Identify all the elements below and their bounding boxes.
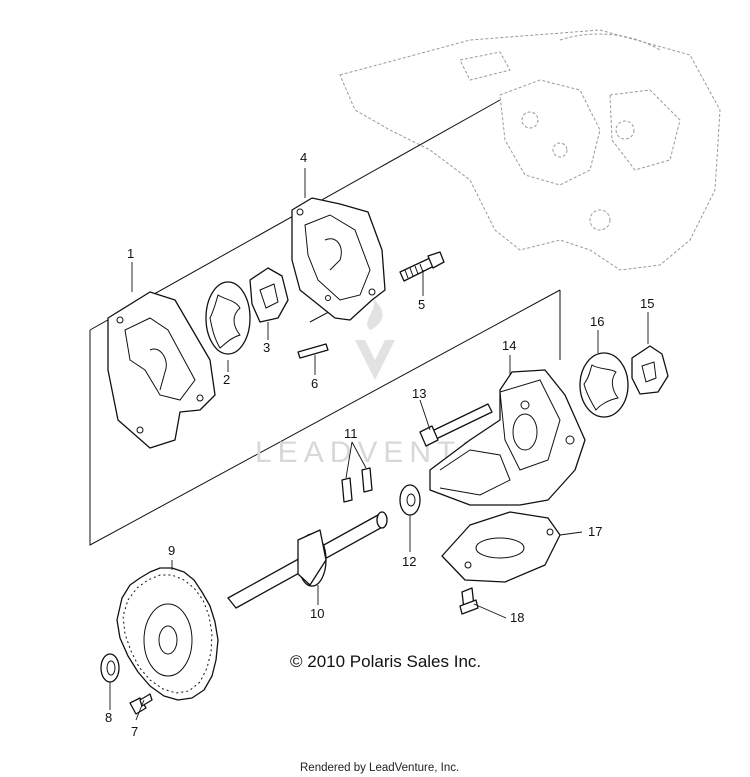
part-17-gasket [441, 511, 561, 583]
part-18-screw [459, 587, 479, 615]
callout-4: 4 [300, 150, 307, 165]
part-4-pump-cover [291, 197, 386, 321]
part-16-outer-rotor [579, 352, 629, 418]
callout-13: 13 [412, 386, 426, 401]
callout-15: 15 [640, 296, 654, 311]
callout-16: 16 [590, 314, 604, 329]
callout-6: 6 [311, 376, 318, 391]
part-6-dowel-pin [297, 343, 329, 359]
part-2-outer-rotor [205, 281, 251, 355]
part-3-inner-rotor [249, 267, 289, 323]
callout-5: 5 [418, 297, 425, 312]
callout-18: 18 [510, 610, 524, 625]
footer-credit: Rendered by LeadVenture, Inc. [300, 762, 459, 774]
callout-2: 2 [223, 372, 230, 387]
copyright-text: © 2010 Polaris Sales Inc. [290, 652, 481, 671]
part-8-washer [100, 653, 120, 683]
leader-lines [109, 168, 649, 721]
part-14-pump-housing [429, 369, 586, 506]
callout-3: 3 [263, 340, 270, 355]
part-12-thrust-washer [399, 484, 421, 516]
callout-1: 1 [127, 246, 134, 261]
part-1-pump-plate [107, 291, 216, 449]
part-9-drive-gear [116, 567, 219, 701]
part-5-bolt [399, 251, 445, 282]
part-13-long-bolt [419, 403, 493, 447]
callout-11: 11 [344, 426, 358, 441]
part-11-pins [341, 467, 373, 503]
engine-case-outline [339, 29, 721, 271]
callout-10: 10 [310, 606, 324, 621]
callout-labels: 1 2 3 4 5 6 7 8 9 10 11 12 13 14 15 16 1… [105, 150, 654, 739]
callout-17: 17 [588, 524, 602, 539]
part-10-pump-shaft [227, 511, 388, 609]
callout-9: 9 [168, 543, 175, 558]
callout-14: 14 [502, 338, 516, 353]
part-7-gear-bolt [129, 693, 153, 715]
callout-12: 12 [402, 554, 416, 569]
part-15-inner-rotor [631, 345, 669, 395]
callout-7: 7 [131, 724, 138, 739]
callout-8: 8 [105, 710, 112, 725]
